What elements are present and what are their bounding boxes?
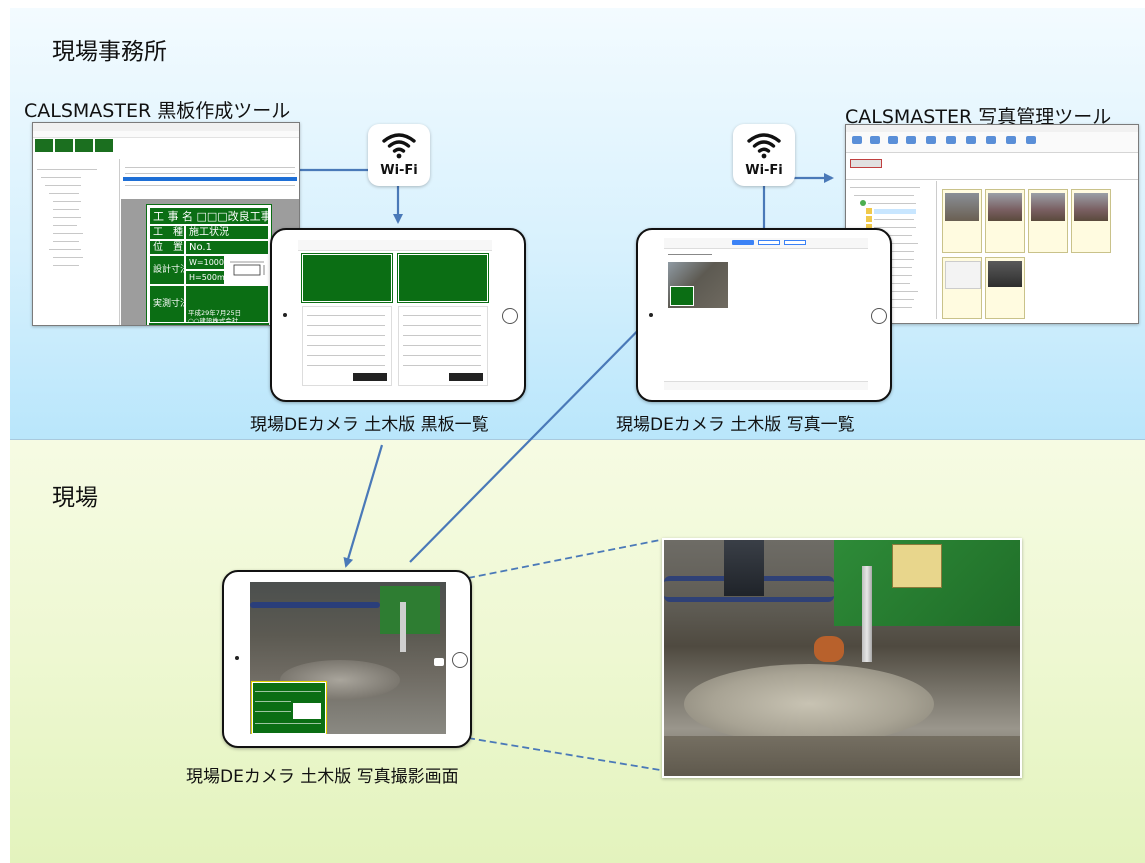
blackboard-thumb xyxy=(397,253,489,303)
soil-patch xyxy=(814,636,844,662)
blackboard-tool-caption: CALSMASTER 黒板作成ツール xyxy=(24,100,291,122)
ipad-shooting-screen xyxy=(222,570,472,748)
nav-bar xyxy=(298,240,492,251)
ipad-camera xyxy=(235,656,239,660)
blackboard-overlay[interactable] xyxy=(251,681,327,734)
blackboard-sketch xyxy=(225,255,269,285)
blackboard-value-work: 施工状況 xyxy=(185,225,269,240)
photo-tool-screenshot xyxy=(845,124,1139,324)
ipad-home-button[interactable] xyxy=(452,652,468,668)
ipad-photos-caption: 現場DEカメラ 土木版 写真一覧 xyxy=(616,415,855,435)
ipad-shoot-caption: 現場DEカメラ 土木版 写真撮影画面 xyxy=(186,767,459,787)
wifi-label: Wi-Fi xyxy=(745,163,783,178)
ipad-home-button[interactable] xyxy=(871,308,887,324)
arrow-blackboard-to-shoot xyxy=(343,444,384,568)
hose xyxy=(250,602,380,608)
site-zone-title: 現場 xyxy=(52,485,98,511)
drill-head xyxy=(892,544,942,588)
thumbnail-grid xyxy=(938,181,1138,319)
thumbnail xyxy=(75,139,93,152)
blackboard-value-location: No.1 xyxy=(185,240,269,255)
ipad-camera xyxy=(649,313,653,317)
bottom-bar xyxy=(664,381,868,390)
list-pane xyxy=(121,161,299,197)
site-photo xyxy=(662,538,1022,778)
blackboard-dim-height: H=500mm xyxy=(185,270,225,285)
shutter-icon[interactable] xyxy=(434,658,444,666)
ground xyxy=(664,736,1020,776)
blackboard-label-design: 設計寸法 xyxy=(149,255,185,285)
ipad-blackboard-list xyxy=(270,228,526,402)
pile xyxy=(400,602,406,652)
blackboard: 工 事 名 □□□改良工事 工 種 施工状況 位 置 No.1 設計寸法 W=1… xyxy=(146,204,272,325)
blackboard-dim-width: W=1000mm xyxy=(185,255,225,270)
arrow-shoot-to-photolist xyxy=(409,304,664,563)
pile xyxy=(862,566,872,662)
wifi-icon xyxy=(382,133,416,159)
ipad-home-button[interactable] xyxy=(502,308,518,324)
wifi-icon xyxy=(747,133,781,159)
tree-pane xyxy=(33,159,120,325)
photo-tool-caption: CALSMASTER 写真管理ツール xyxy=(845,106,1112,128)
machine xyxy=(380,586,440,634)
wifi-badge-right: Wi-Fi xyxy=(733,124,795,186)
ipad-camera xyxy=(283,313,287,317)
blackboard-row-project: 工 事 名 □□□改良工事 xyxy=(149,207,269,225)
zoom-line-top xyxy=(467,539,661,579)
blackboard-date: 平成29年7月25日 xyxy=(188,309,242,317)
header-pane xyxy=(846,153,1138,180)
ipad-screen xyxy=(298,240,492,390)
blackboard-tool-screenshot: 工 事 名 □□□改良工事 工 種 施工状況 位 置 No.1 設計寸法 W=1… xyxy=(32,122,300,326)
toolbar xyxy=(846,132,1138,153)
blackboard-form xyxy=(398,306,488,386)
photo-thumb[interactable] xyxy=(668,262,728,308)
selected-row xyxy=(123,177,297,181)
ipad-photo-list xyxy=(636,228,892,402)
worker xyxy=(724,540,764,596)
blackboard-actual-cell: 平成29年7月25日 ○○建設株式会社 xyxy=(185,285,269,323)
thumbnail xyxy=(35,139,53,152)
wifi-badge-left: Wi-Fi xyxy=(368,124,430,186)
zoom-line-bottom xyxy=(467,737,661,771)
thumbnail xyxy=(55,139,73,152)
blackboard-label-location: 位 置 xyxy=(149,240,185,255)
nav-bar xyxy=(664,238,868,249)
zone-divider xyxy=(10,439,1145,440)
camera-view xyxy=(250,582,446,734)
ipad-screen xyxy=(664,238,868,390)
menu-bar xyxy=(33,131,299,138)
ipad-blackboard-caption: 現場DEカメラ 土木版 黒板一覧 xyxy=(250,415,489,435)
wifi-label: Wi-Fi xyxy=(380,163,418,178)
blackboard-label-work: 工 種 xyxy=(149,225,185,240)
office-zone-title: 現場事務所 xyxy=(52,39,167,65)
water-pool xyxy=(684,664,934,744)
blackboard-company: ○○建設株式会社 xyxy=(188,317,239,323)
blackboard-label-actual: 実測寸法 xyxy=(149,285,185,323)
thumbnail xyxy=(95,139,113,152)
blackboard-form xyxy=(302,306,392,386)
blackboard-thumb xyxy=(301,253,393,303)
